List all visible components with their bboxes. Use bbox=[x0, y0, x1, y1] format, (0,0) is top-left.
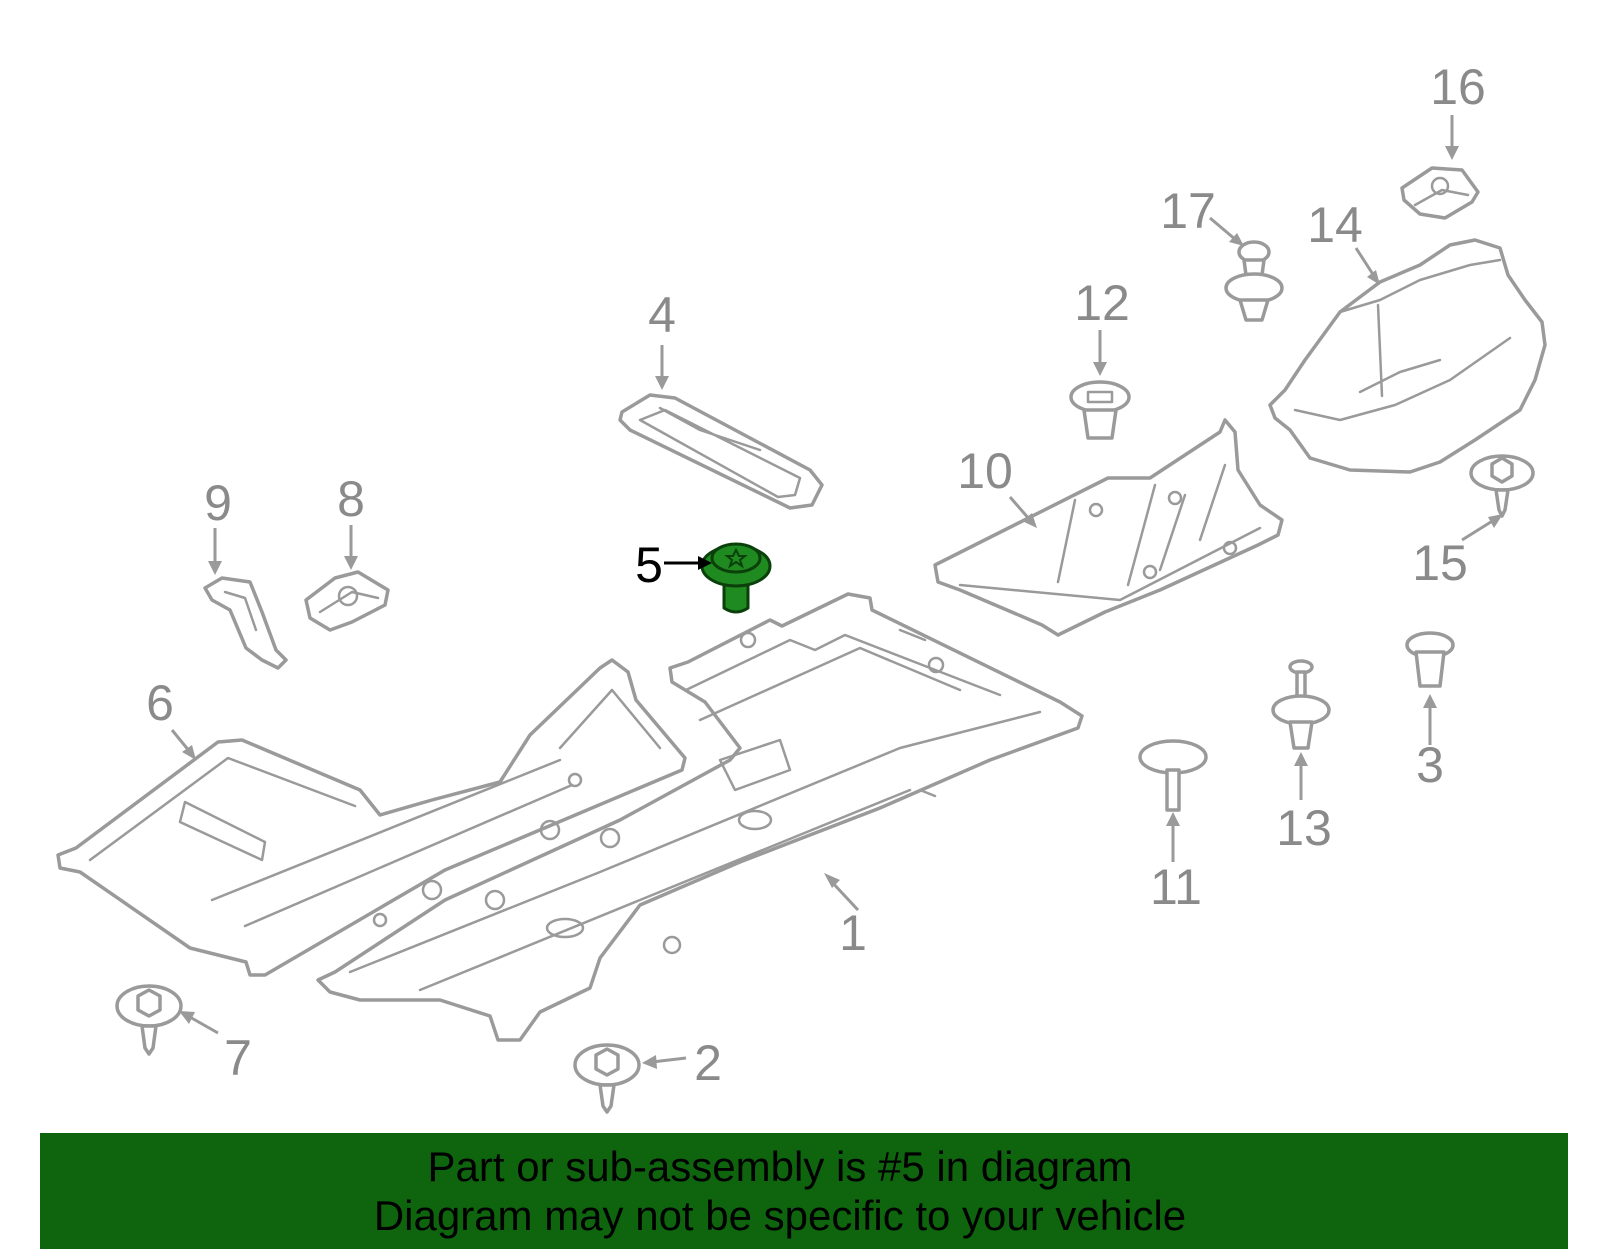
callout-17[interactable]: 17 bbox=[1160, 183, 1216, 239]
callout-14[interactable]: 14 bbox=[1307, 197, 1363, 253]
arrow-16 bbox=[1445, 115, 1459, 160]
arrow-14 bbox=[1354, 247, 1380, 285]
banner-disclaimer-text: Diagram may not be specific to your vehi… bbox=[373, 1192, 1187, 1239]
callout-2[interactable]: 2 bbox=[694, 1035, 722, 1091]
callout-15[interactable]: 15 bbox=[1412, 535, 1468, 591]
arrow-7 bbox=[179, 1011, 219, 1035]
callout-11[interactable]: 11 bbox=[1150, 859, 1202, 915]
part-3-rivet-nut[interactable] bbox=[1405, 631, 1455, 688]
callout-12[interactable]: 12 bbox=[1074, 275, 1130, 331]
leader-arrows bbox=[170, 115, 1503, 1069]
part-10-right-underbody-shield[interactable] bbox=[933, 418, 1284, 637]
part-8-clip-nut[interactable] bbox=[304, 570, 390, 632]
part-1-main-underbody-shield[interactable] bbox=[316, 592, 1084, 1042]
callout-3[interactable]: 3 bbox=[1416, 737, 1444, 793]
arrow-1 bbox=[824, 873, 860, 912]
arrow-5 bbox=[664, 556, 712, 570]
part-2-bolt[interactable] bbox=[573, 1043, 641, 1114]
arrow-13 bbox=[1294, 752, 1308, 800]
arrow-6 bbox=[170, 729, 196, 760]
arrow-3 bbox=[1423, 694, 1437, 745]
part-6-left-underbody-shield[interactable] bbox=[56, 658, 687, 977]
part-14-rear-shield[interactable] bbox=[1268, 238, 1547, 474]
callout-1[interactable]: 1 bbox=[839, 905, 867, 961]
callout-13[interactable]: 13 bbox=[1276, 800, 1332, 856]
callout-16[interactable]: 16 bbox=[1430, 59, 1486, 115]
part-11-push-pin[interactable] bbox=[1138, 739, 1208, 812]
callout-7[interactable]: 7 bbox=[224, 1030, 252, 1086]
part-5-bolt-highlighted[interactable] bbox=[700, 542, 772, 614]
callout-10[interactable]: 10 bbox=[957, 443, 1013, 499]
part-16-clip-nut[interactable] bbox=[1400, 166, 1480, 220]
info-banner: Part or sub-assembly is #5 in diagram Di… bbox=[40, 1133, 1568, 1249]
part-13-push-clip[interactable] bbox=[1271, 659, 1331, 750]
arrow-15 bbox=[1461, 514, 1503, 542]
part-9-bracket[interactable] bbox=[203, 576, 288, 670]
arrow-10 bbox=[1008, 496, 1037, 528]
arrow-2 bbox=[642, 1055, 687, 1069]
banner-part-text: Part or sub-assembly is #5 in diagram bbox=[427, 1143, 1133, 1190]
callout-labels: 1 2 3 4 5 6 7 8 9 10 11 12 13 14 15 16 1… bbox=[146, 59, 1486, 1091]
arrow-8 bbox=[344, 525, 358, 570]
callout-9[interactable]: 9 bbox=[204, 475, 232, 531]
part-4-tunnel-shield[interactable] bbox=[618, 393, 824, 510]
part-7-bolt[interactable] bbox=[115, 984, 183, 1056]
part-15-bolt[interactable] bbox=[1469, 454, 1535, 518]
callout-8[interactable]: 8 bbox=[337, 471, 365, 527]
callout-6[interactable]: 6 bbox=[146, 675, 174, 731]
part-12-clip[interactable] bbox=[1069, 380, 1131, 440]
callout-4[interactable]: 4 bbox=[648, 287, 676, 343]
arrow-12 bbox=[1093, 330, 1107, 376]
arrow-17 bbox=[1209, 216, 1244, 246]
arrow-11 bbox=[1166, 812, 1180, 862]
arrow-9 bbox=[208, 528, 222, 575]
arrow-4 bbox=[655, 345, 669, 390]
callout-5[interactable]: 5 bbox=[635, 537, 663, 593]
part-17-push-clip[interactable] bbox=[1224, 240, 1284, 322]
